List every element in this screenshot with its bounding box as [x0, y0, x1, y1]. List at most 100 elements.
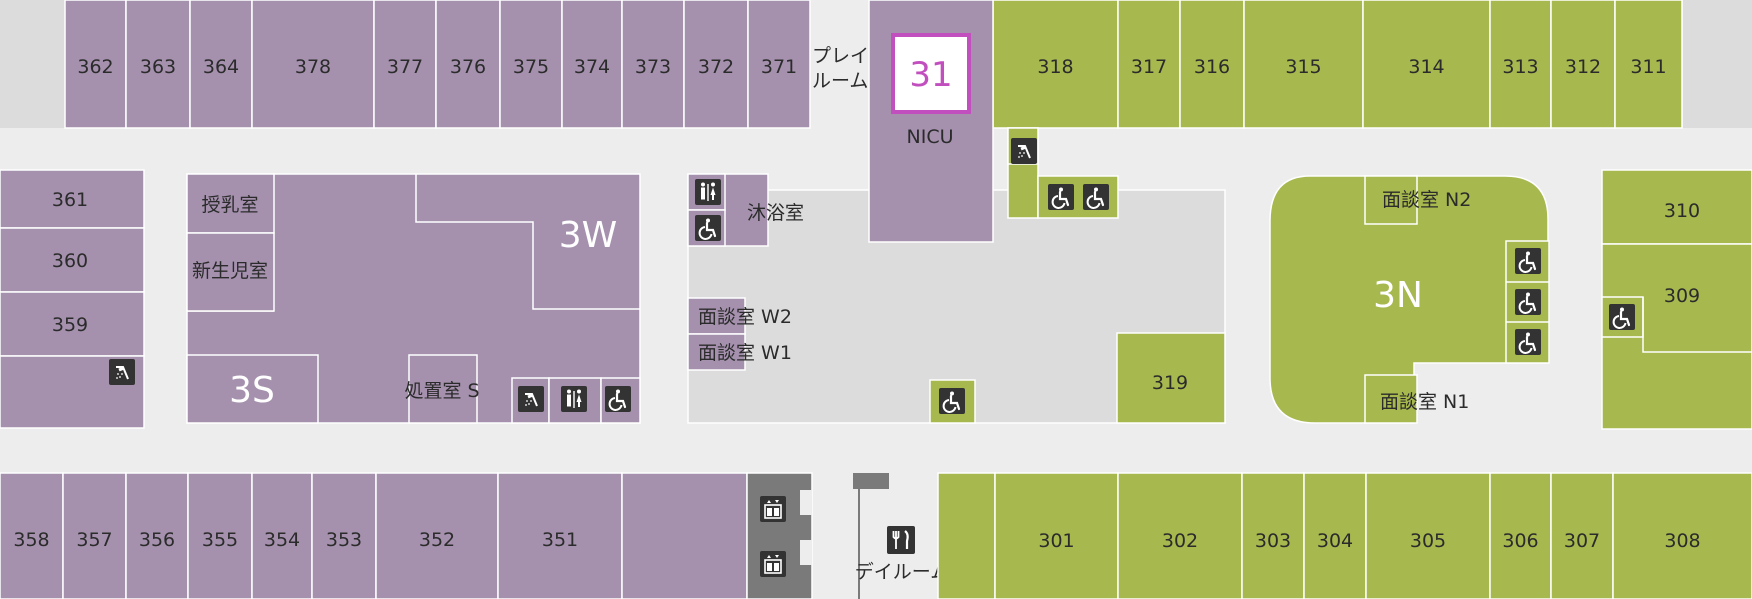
play-room-label: プレイ — [812, 45, 869, 67]
room-376[interactable] — [435, 0, 501, 129]
room-number: 302 — [1162, 530, 1198, 552]
room-358[interactable] — [0, 472, 64, 599]
interview-room-w1[interactable] — [687, 333, 746, 371]
zone-3w-label: 3W — [559, 215, 618, 256]
room-351[interactable] — [497, 472, 623, 599]
treatment-room-s[interactable] — [408, 354, 478, 424]
room[interactable] — [937, 472, 996, 599]
room-number: 357 — [76, 529, 112, 551]
interview-room-n1[interactable] — [1364, 374, 1418, 424]
room-359[interactable] — [0, 291, 145, 357]
room-number: 313 — [1502, 56, 1538, 78]
room-number: 354 — [264, 529, 300, 551]
corner-area — [0, 0, 65, 128]
room-356[interactable] — [125, 472, 189, 599]
room-number: 314 — [1408, 56, 1444, 78]
interview-room-n2[interactable] — [1364, 175, 1418, 225]
room-353[interactable] — [311, 472, 377, 599]
restroom-icon — [561, 386, 587, 412]
room-number: 309 — [1664, 285, 1700, 307]
interview-n2-label: 面談室 N2 — [1382, 189, 1471, 211]
room-number: 362 — [77, 56, 113, 78]
elevator-icon — [759, 550, 787, 578]
highlight-room[interactable] — [891, 33, 971, 114]
room-number: 363 — [140, 56, 176, 78]
room-number: 305 — [1410, 530, 1446, 552]
room-311[interactable] — [1614, 0, 1683, 129]
room-number: 371 — [761, 56, 797, 78]
room-number: 301 — [1038, 530, 1074, 552]
room-315[interactable] — [1243, 0, 1364, 129]
room[interactable] — [621, 472, 748, 599]
room-number: 358 — [13, 529, 49, 551]
wheelchair-icon — [603, 384, 633, 414]
room-314[interactable] — [1362, 0, 1491, 129]
room-301[interactable] — [994, 472, 1119, 599]
interview-n1-label: 面談室 N1 — [1380, 391, 1469, 413]
day-room-label: デイルーム — [855, 561, 949, 583]
room-number: 304 — [1317, 530, 1353, 552]
nursing-room-label: 授乳室 — [201, 194, 258, 216]
wheelchair-icon — [1046, 182, 1076, 212]
room-number: 352 — [419, 529, 455, 551]
room-319[interactable] — [1116, 332, 1226, 424]
room-number: 303 — [1255, 530, 1291, 552]
highlight-room-number: 31 — [909, 55, 952, 95]
dining-icon — [885, 524, 917, 556]
room-number: 360 — [52, 250, 88, 272]
room-308[interactable] — [1612, 472, 1752, 599]
room-310[interactable] — [1601, 169, 1752, 245]
corner-area — [1683, 0, 1752, 128]
interview-room-w2[interactable] — [687, 297, 746, 335]
room-number: 376 — [450, 56, 486, 78]
room-number: 361 — [52, 189, 88, 211]
room-3s[interactable] — [186, 354, 319, 424]
room-371[interactable] — [747, 0, 811, 129]
room-317[interactable] — [1117, 0, 1181, 129]
wheelchair-icon — [937, 386, 967, 416]
room-number: 316 — [1194, 56, 1230, 78]
room-number: 351 — [542, 529, 578, 551]
wheelchair-icon — [1081, 182, 1111, 212]
room-number: 311 — [1630, 56, 1666, 78]
room-number: 364 — [203, 56, 239, 78]
interview-w2-label: 面談室 W2 — [698, 306, 792, 328]
nursing-room[interactable] — [186, 173, 275, 234]
newborn-room[interactable] — [186, 232, 275, 312]
room-number: 372 — [698, 56, 734, 78]
wheelchair-icon — [1513, 327, 1543, 357]
room-363[interactable] — [125, 0, 191, 129]
room-357[interactable] — [62, 472, 127, 599]
room-360[interactable] — [0, 227, 145, 293]
room-number: 312 — [1565, 56, 1601, 78]
room-number: 356 — [139, 529, 175, 551]
room-number: 319 — [1152, 372, 1188, 394]
room-305[interactable] — [1365, 472, 1491, 599]
zone-3n-label: 3N — [1373, 275, 1423, 316]
room-302[interactable] — [1117, 472, 1243, 599]
room-318[interactable] — [992, 0, 1119, 129]
bath-room-label: 沐浴室 — [747, 202, 804, 224]
room-352[interactable] — [375, 472, 499, 599]
room-312[interactable] — [1550, 0, 1616, 129]
room-316[interactable] — [1179, 0, 1245, 129]
room-304[interactable] — [1303, 472, 1367, 599]
room-number: 315 — [1285, 56, 1321, 78]
room-364[interactable] — [189, 0, 253, 129]
room-309[interactable] — [1601, 243, 1752, 430]
room-306[interactable] — [1489, 472, 1552, 599]
room-355[interactable] — [187, 472, 253, 599]
shower-icon — [1009, 136, 1039, 166]
room-373[interactable] — [621, 0, 685, 129]
restroom-icon — [695, 179, 721, 205]
room-number: 308 — [1664, 530, 1700, 552]
room-377[interactable] — [373, 0, 437, 129]
room-362[interactable] — [64, 0, 127, 129]
room-number: 353 — [326, 529, 362, 551]
room-313[interactable] — [1489, 0, 1552, 129]
room-number: 318 — [1037, 56, 1073, 78]
room-number: 377 — [387, 56, 423, 78]
newborn-room-label: 新生児室 — [192, 260, 268, 282]
